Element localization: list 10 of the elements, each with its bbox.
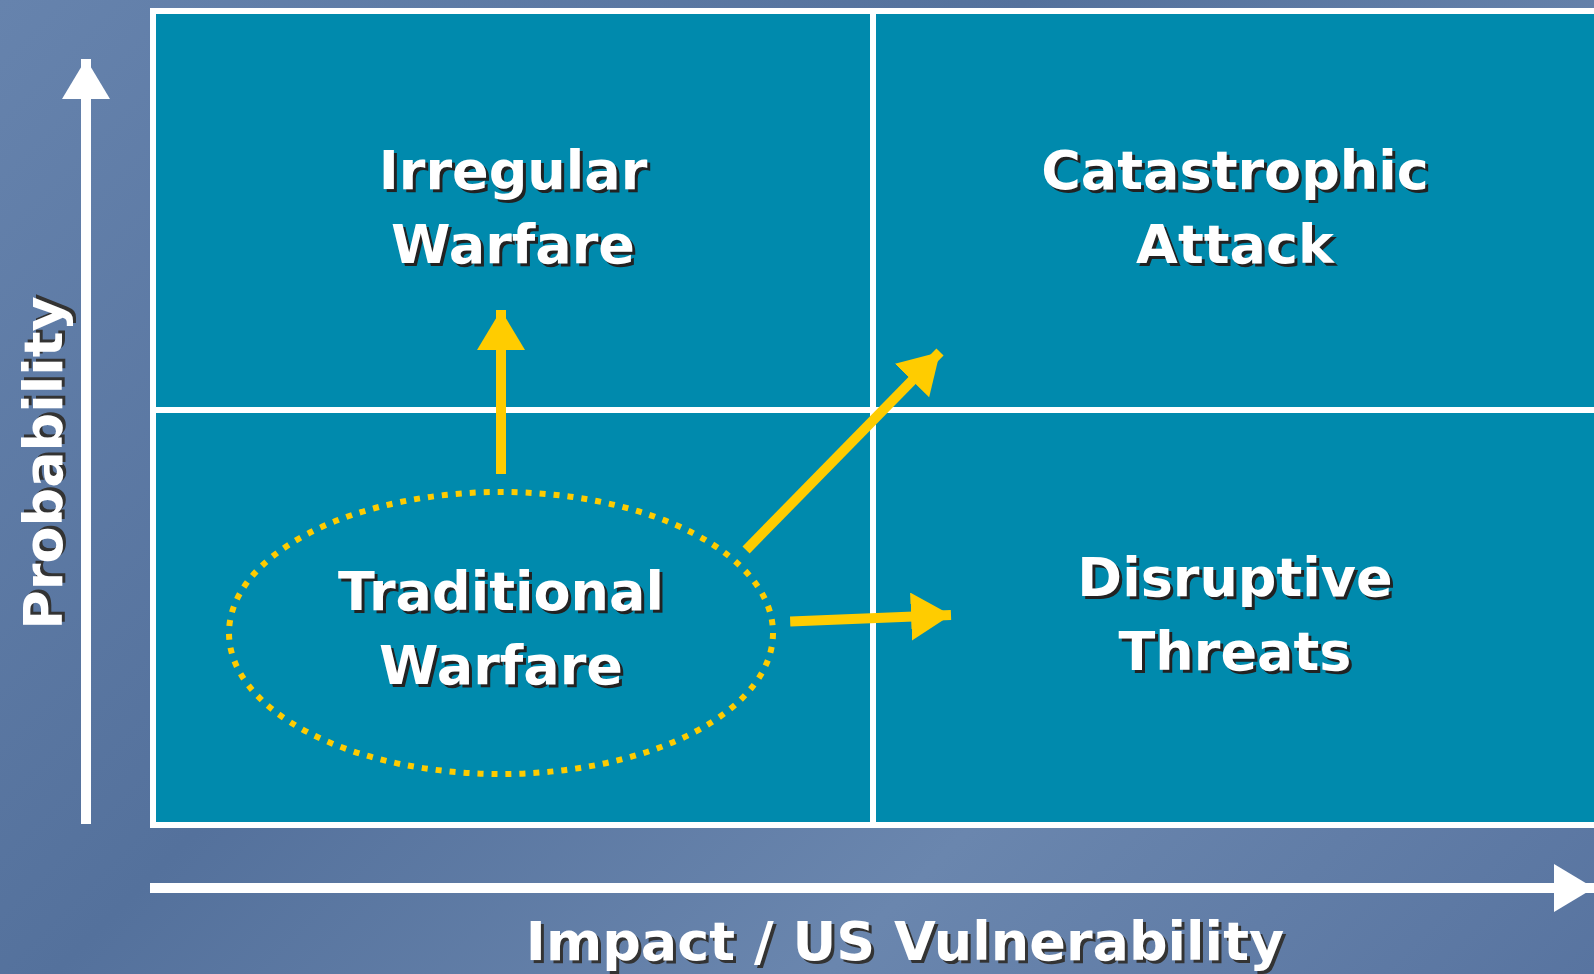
quadrant-label: Disruptive Threats bbox=[1076, 545, 1394, 685]
quadrant-label: Catastrophic Attack bbox=[1040, 138, 1430, 278]
quadrant-label: Irregular Warfare bbox=[377, 138, 649, 278]
arrow bbox=[477, 310, 525, 474]
axis-title: Probability bbox=[11, 296, 75, 630]
quadrant-label: Traditional Warfare bbox=[337, 559, 665, 699]
arrow bbox=[742, 348, 944, 554]
dotted-ellipse bbox=[226, 489, 776, 777]
arrow bbox=[790, 592, 952, 641]
axis-title: Impact / US Vulnerability bbox=[525, 909, 1285, 973]
